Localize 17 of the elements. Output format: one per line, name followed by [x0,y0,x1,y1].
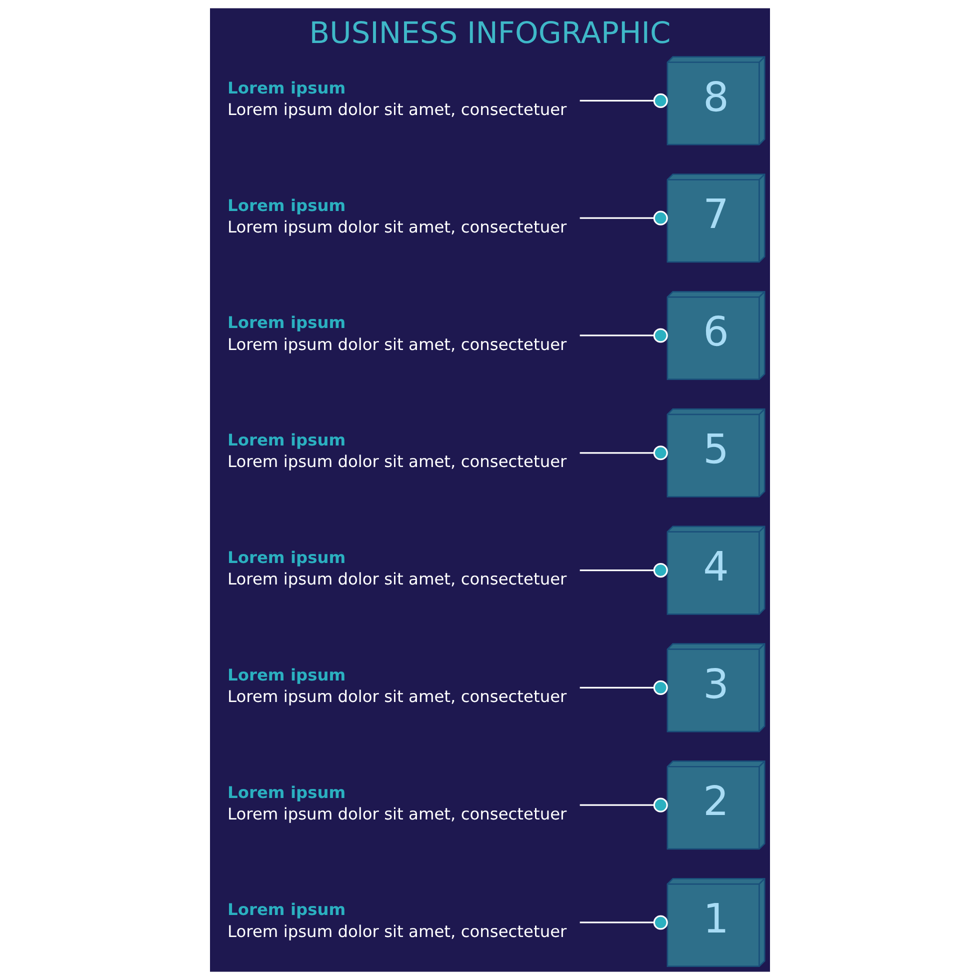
node-text: Lorem ipsum Lorem ipsum dolor sit amet, consectetuer [228,196,567,236]
connector [580,446,668,460]
diagram-title: BUSINESS INFOGRAPHIC [309,14,671,50]
connector [580,798,668,812]
connector [580,93,668,108]
node-text: Lorem ipsum Lorem ipsum dolor sit amet, consectetuer [228,313,567,354]
node-text: Lorem ipsum Lorem ipsum dolor sit amet, consectetuer [228,665,567,706]
node-text: Lorem ipsum Lorem ipsum dolor sit amet, consectetuer [228,78,567,119]
node-text: Lorem ipsum Lorem ipsum dolor sit amet, consectetuer [228,782,567,824]
node-text: Lorem ipsum Lorem ipsum dolor sit amet, consectetuer [228,430,567,472]
connector [580,210,668,226]
node-text: Lorem ipsum Lorem ipsum dolor sit amet, consectetuer [228,900,567,941]
connector [580,563,668,578]
connector [580,680,668,695]
node-text: Lorem ipsum Lorem ipsum dolor sit amet, consectetuer [228,548,567,589]
connector [580,915,668,930]
connector [580,328,668,343]
